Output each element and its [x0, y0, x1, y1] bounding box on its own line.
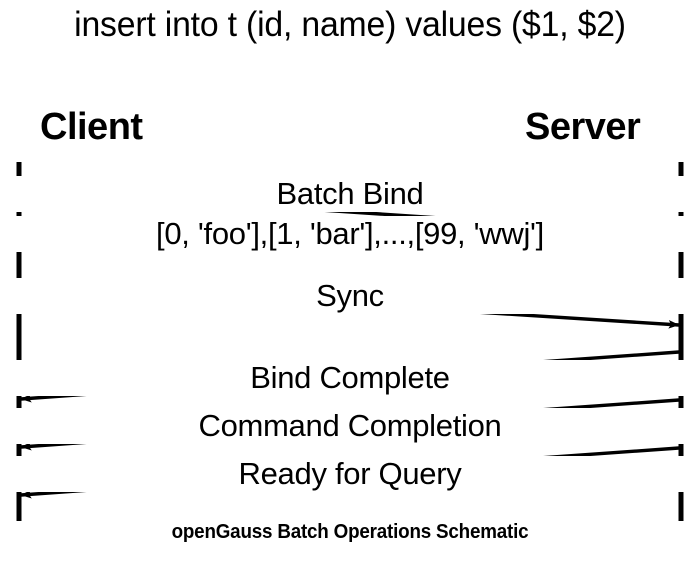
message-label-text: Batch Bind: [271, 176, 429, 212]
message-label-text: Ready for Query: [233, 456, 467, 492]
message-label-text: [0, 'foo'],[1, 'bar'],...,[99, 'wwj']: [151, 216, 549, 252]
message-label-text: Command Completion: [193, 408, 507, 444]
message-label-sync: Sync: [0, 278, 700, 314]
actor-label-server: Server: [525, 106, 641, 148]
sql-statement-title: insert into t (id, name) values ($1, $2): [74, 5, 626, 44]
message-label-bind-complete: Bind Complete: [0, 360, 700, 396]
message-label-text: Sync: [311, 278, 389, 314]
message-label-command-completion: Command Completion: [0, 408, 700, 444]
message-label-batch-bind-line2: [0, 'foo'],[1, 'bar'],...,[99, 'wwj']: [0, 216, 700, 252]
message-label-batch-bind-line1: Batch Bind: [0, 176, 700, 212]
figure-caption: openGauss Batch Operations Schematic: [171, 521, 529, 543]
message-label-ready-for-query: Ready for Query: [0, 456, 700, 492]
message-label-text: Bind Complete: [245, 360, 455, 396]
actor-label-client: Client: [40, 106, 143, 148]
